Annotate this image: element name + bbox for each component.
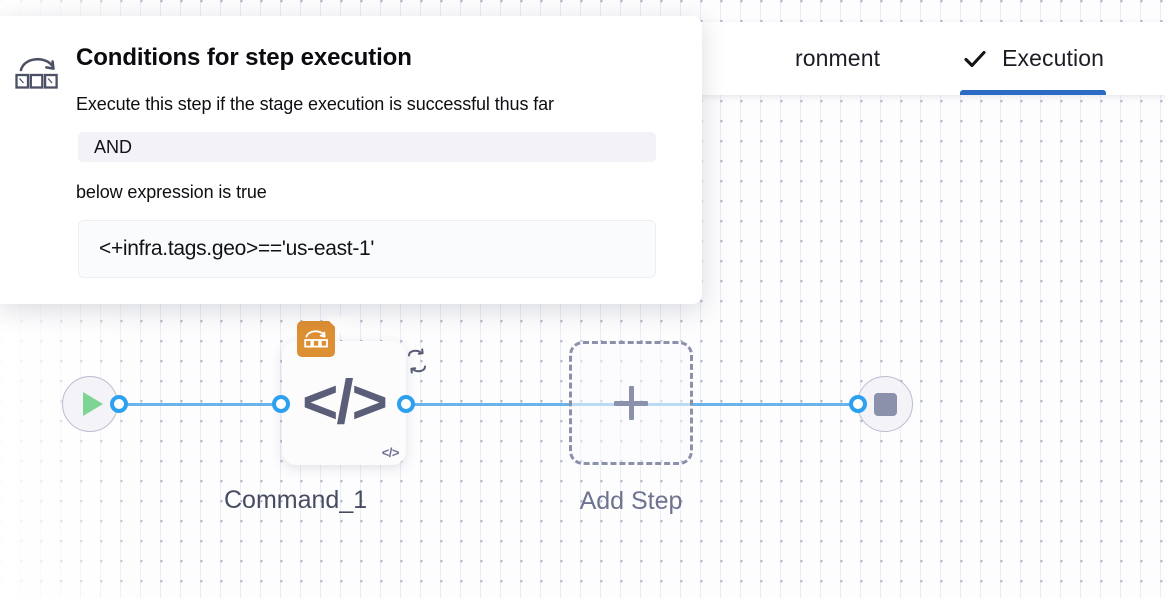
play-icon <box>83 392 103 416</box>
add-step-button[interactable] <box>569 341 693 465</box>
port-step-in[interactable] <box>272 395 290 413</box>
port-start-out[interactable] <box>110 395 128 413</box>
code-icon: </> <box>381 445 400 460</box>
popover-description: Execute this step if the stage execution… <box>76 94 554 114</box>
condition-operator-field[interactable]: AND <box>78 132 656 162</box>
step-node-command-1[interactable]: </> </> <box>282 321 426 465</box>
step-conditions-popover: Conditions for step execution Execute th… <box>0 16 702 304</box>
looping-strategy-icon <box>14 52 60 94</box>
edge-start-to-step <box>118 403 283 406</box>
step-type-glyph: </> <box>302 368 388 437</box>
plus-icon <box>614 386 648 420</box>
stop-icon <box>873 392 897 416</box>
popover-arrow <box>324 316 360 334</box>
tab-environment[interactable]: ronment <box>793 22 882 95</box>
edge-step-to-addstep <box>404 403 634 406</box>
port-step-out[interactable] <box>397 395 415 413</box>
repeat-icon[interactable] <box>400 344 434 378</box>
popover-sub-description: below expression is true <box>76 182 267 202</box>
check-icon <box>962 46 988 72</box>
tab-execution-label: Execution <box>1002 45 1104 71</box>
tab-environment-label: ronment <box>795 45 881 71</box>
edge-addstep-to-end <box>630 403 860 406</box>
expression-value: <+infra.tags.geo>=='us-east-1' <box>99 237 375 260</box>
add-step-label: Add Step <box>579 487 683 515</box>
port-end-in[interactable] <box>849 395 867 413</box>
tab-active-underline <box>960 90 1106 95</box>
popover-title: Conditions for step execution <box>76 44 412 71</box>
expression-field[interactable]: <+infra.tags.geo>=='us-east-1' <box>78 220 656 278</box>
condition-operator-value: AND <box>94 136 133 157</box>
tab-execution[interactable]: Execution <box>960 22 1106 95</box>
step-node-label: Command_1 <box>224 486 368 514</box>
